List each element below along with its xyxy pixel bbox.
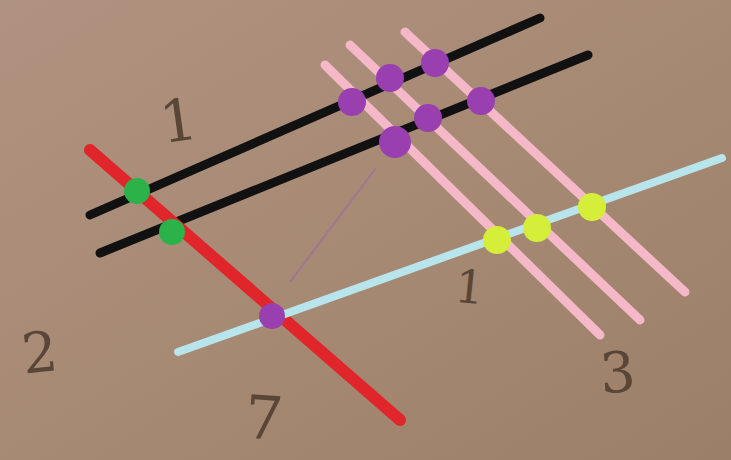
yellow-dot [578, 193, 606, 221]
faint-line [290, 168, 376, 282]
handwritten-digit: 7 [243, 387, 285, 450]
purple-dot [338, 88, 366, 116]
handwritten-digit: 1 [453, 263, 487, 312]
green-dots [124, 178, 185, 245]
purple-dot [259, 303, 285, 329]
yellow-dots [483, 193, 606, 254]
handwritten-digit: 2 [19, 323, 60, 382]
light-blue-line [178, 158, 722, 352]
purple-dot [379, 126, 411, 158]
green-dot [124, 178, 150, 204]
black-line [90, 18, 540, 215]
purple-dot [376, 64, 404, 92]
purple-dot [414, 104, 442, 132]
purple-dot [421, 49, 449, 77]
purple-dots [259, 49, 495, 329]
pink-line [325, 65, 600, 335]
yellow-dot [483, 226, 511, 254]
handwritten-digit: 3 [598, 344, 637, 402]
purple-dot [467, 87, 495, 115]
green-dot [159, 219, 185, 245]
yellow-dot [523, 214, 551, 242]
handwritten-digit: 1 [156, 90, 201, 153]
red-line [90, 150, 400, 420]
